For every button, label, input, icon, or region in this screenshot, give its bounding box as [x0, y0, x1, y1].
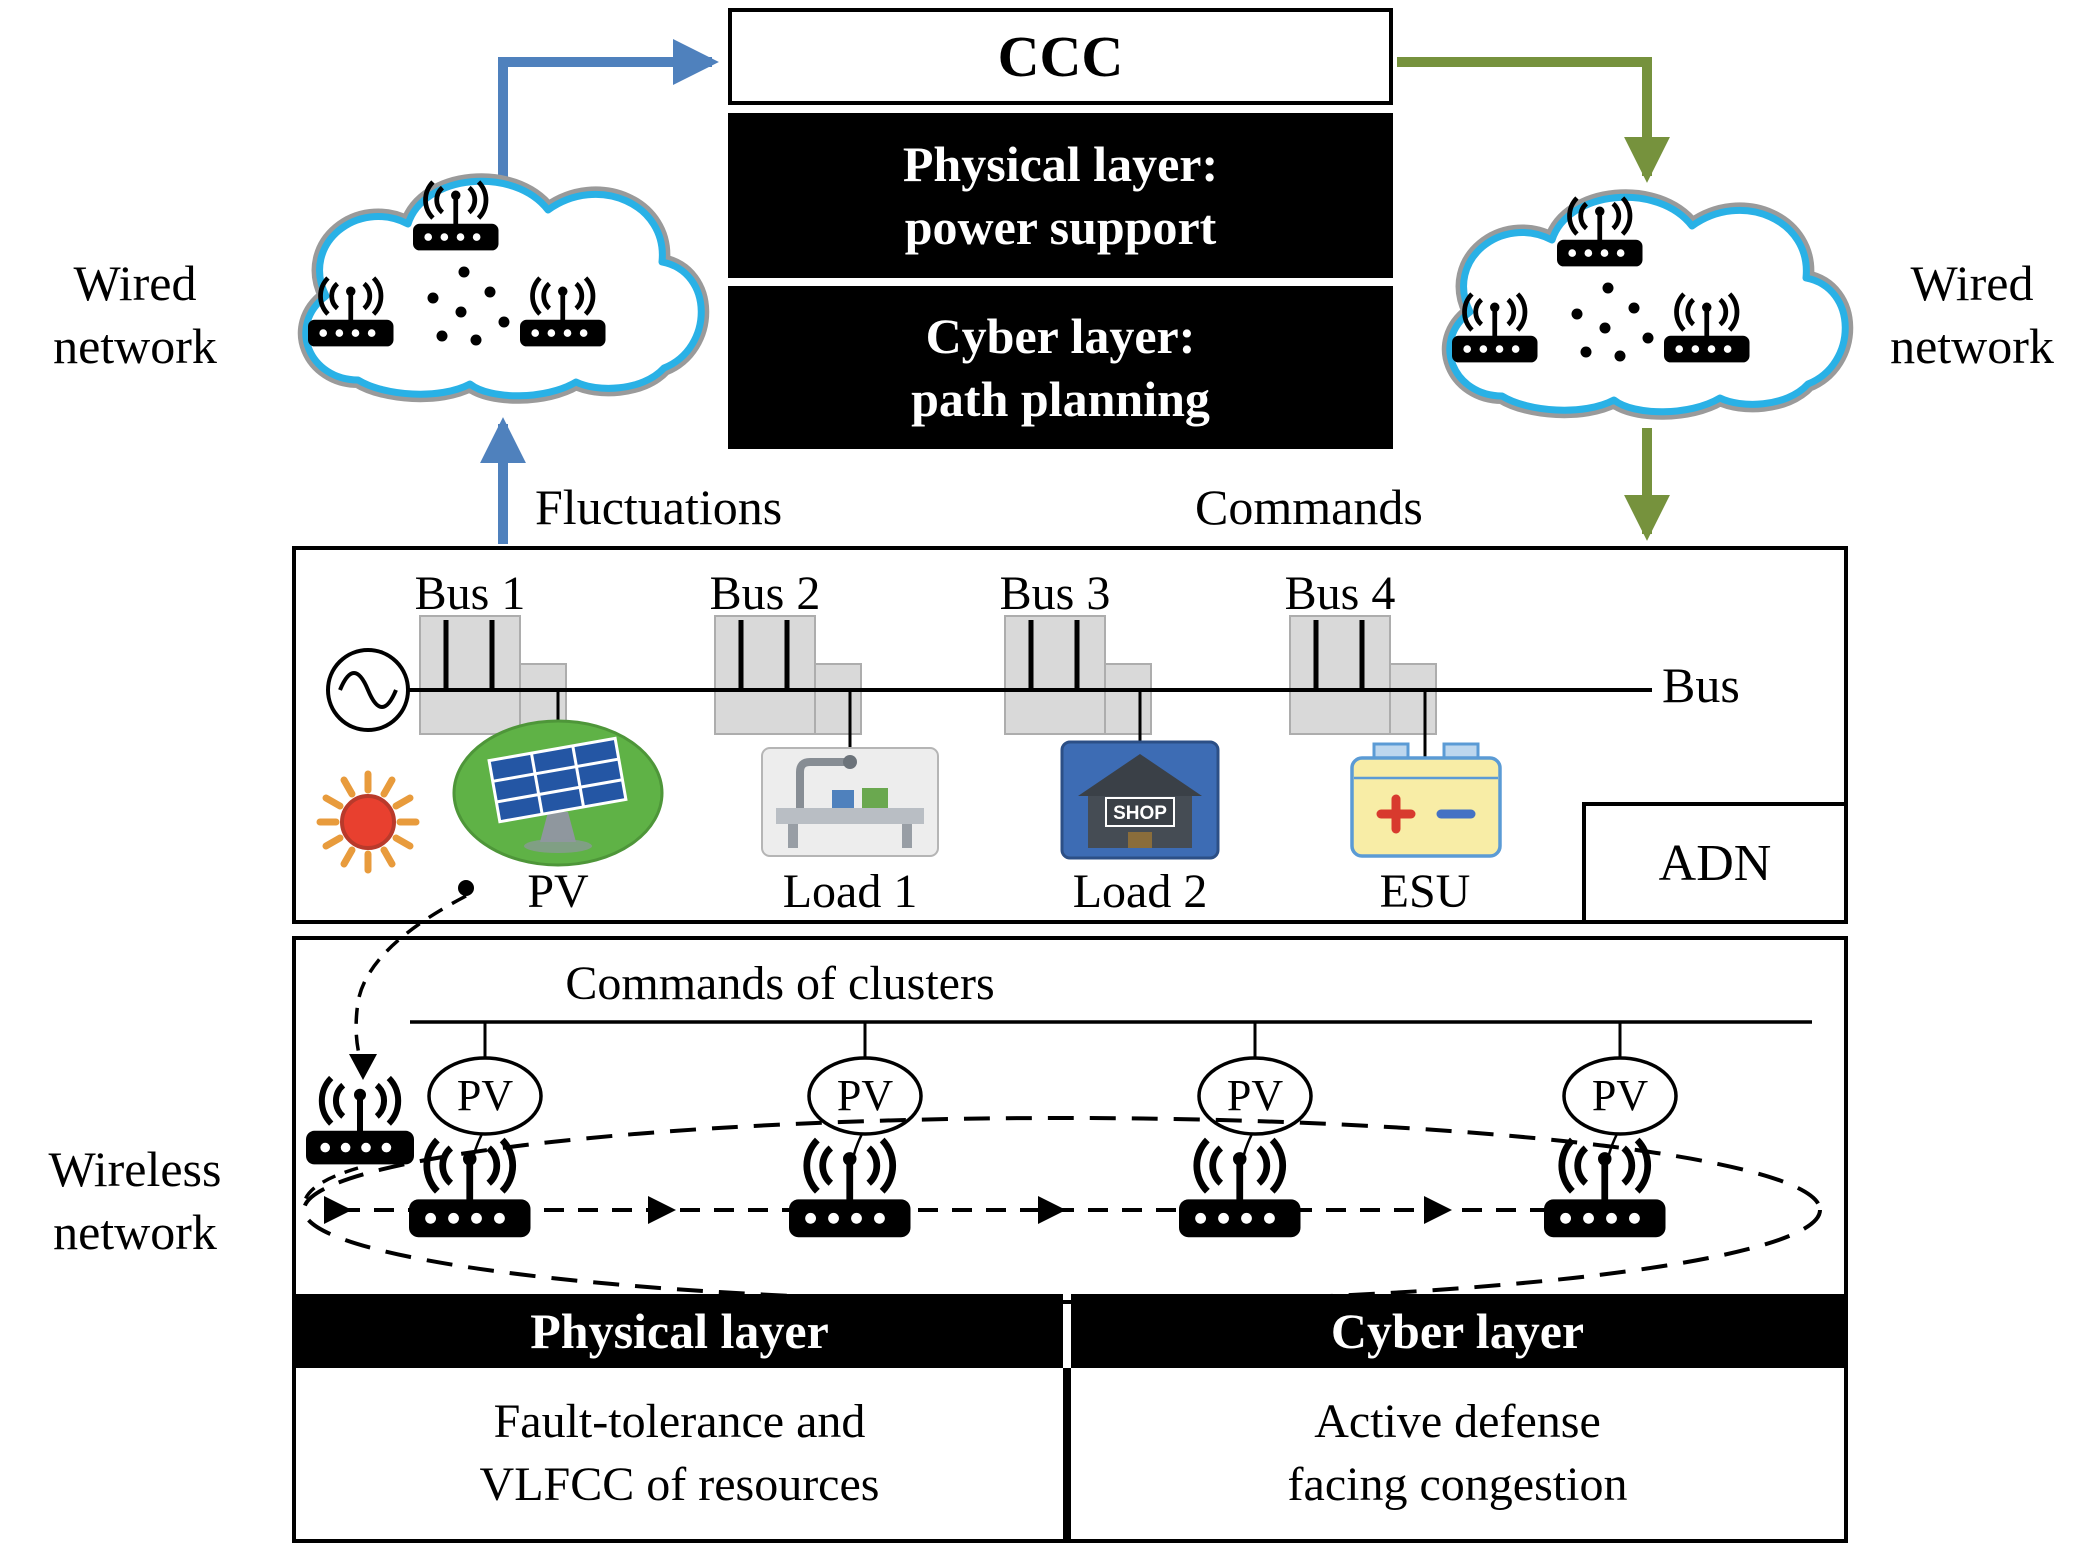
wired-network-left-label: Wired network [10, 252, 260, 377]
esu-device-icon [1350, 742, 1502, 858]
load2-device-label: Load 2 [1072, 865, 1208, 918]
arrow-ccc-to-rightcloud [1397, 57, 1670, 183]
wired-right-line2: network [1890, 317, 2054, 374]
cyber-layer-body: Active defense facing congestion [1071, 1368, 1844, 1539]
fluctuations-label: Fluctuations [535, 479, 783, 535]
ccc-label: CCC [997, 24, 1124, 89]
wireless-network-label: Wireless network [10, 1138, 260, 1263]
gateway-router-link [302, 1166, 359, 1205]
pv-device-label: PV [527, 865, 589, 918]
cluster-router-1-icon [409, 1140, 531, 1237]
commands-label: Commands [1195, 479, 1423, 535]
sun-icon [316, 770, 420, 874]
esu-device-label: ESU [1379, 865, 1471, 918]
cluster-router-4-icon [1544, 1140, 1666, 1237]
physical-layer-body-line1: Fault-tolerance and [493, 1395, 866, 1449]
wired-network-cloud-right-icon [1450, 197, 1845, 411]
cluster-flow-arrowheads [324, 1196, 1452, 1224]
cyber-layer-top-line1: Cyber layer: [925, 308, 1196, 364]
physical-layer-header-label: Physical layer [530, 1303, 829, 1359]
physical-layer-top-line1: Physical layer: [902, 136, 1219, 192]
wireless-name-line2: network [53, 1203, 217, 1260]
bus4-label: Bus 4 [1284, 567, 1396, 620]
pv-node-2-label: PV [836, 1071, 894, 1120]
pv-node-4-label: PV [1591, 1071, 1649, 1120]
physical-layer-top-line2: power support [904, 198, 1217, 255]
cyber-layer-header: Cyber layer [1071, 1294, 1844, 1368]
physical-layer-body: Fault-tolerance and VLFCC of resources [296, 1368, 1063, 1539]
physical-layer-header: Physical layer [296, 1294, 1063, 1368]
cluster-router-3-icon [1179, 1140, 1301, 1237]
ac-source-icon [326, 648, 410, 732]
wired-network-right-label: Wired network [1872, 252, 2072, 377]
pv-to-router-arrowhead [349, 1054, 377, 1080]
ccc-box: CCC [728, 8, 1393, 105]
wired-network-cloud-left-icon [306, 181, 701, 395]
cyber-layer-top-line2: path planning [911, 370, 1210, 427]
wireless-name-line1: Wireless [48, 1141, 222, 1197]
adn-label: ADN [1658, 834, 1772, 892]
physical-layer-body-line2: VLFCC of resources [479, 1457, 880, 1511]
cyber-layer-header-label: Cyber layer [1330, 1303, 1585, 1359]
pv-node-1-label: PV [456, 1071, 514, 1120]
bus1-label: Bus 1 [414, 567, 526, 620]
cyber-layer-body-line1: Active defense [1314, 1395, 1601, 1449]
wired-left-line2: network [53, 317, 217, 374]
load1-device-label: Load 1 [782, 865, 918, 918]
bus-bars [443, 620, 1365, 690]
load1-device-icon [761, 747, 939, 857]
bus-line-label: Bus [1662, 657, 1740, 713]
gateway-router-icon [306, 1078, 414, 1164]
bus-structures [419, 615, 1437, 735]
pv-drop-lines [483, 1022, 1622, 1058]
wired-right-line1: Wired [1910, 255, 2034, 311]
cyber-layer-top-box: Cyber layer: path planning [728, 286, 1393, 449]
bottom-column-divider [1063, 1368, 1071, 1539]
adn-label-box: ADN [1582, 802, 1848, 924]
load2-device-icon: SHOP [1060, 740, 1220, 860]
pv-link-dot [458, 880, 474, 896]
bus3-label: Bus 3 [999, 567, 1111, 620]
bus2-label: Bus 2 [709, 567, 821, 620]
physical-layer-top-box: Physical layer: power support [728, 113, 1393, 278]
shop-sign-text: SHOP [1113, 803, 1167, 824]
pv-to-router-dashed-link [354, 894, 467, 1063]
pv-node-3-label: PV [1226, 1071, 1284, 1120]
cluster-router-2-icon [789, 1140, 911, 1237]
commands-of-clusters-label: Commands of clusters [565, 957, 995, 1010]
pv-node-ellipses [427, 1056, 1678, 1136]
wired-left-line1: Wired [73, 255, 197, 311]
pv-device-icon [452, 719, 664, 867]
cyber-layer-body-line2: facing congestion [1287, 1457, 1628, 1511]
pv-router-links [470, 1133, 1619, 1165]
